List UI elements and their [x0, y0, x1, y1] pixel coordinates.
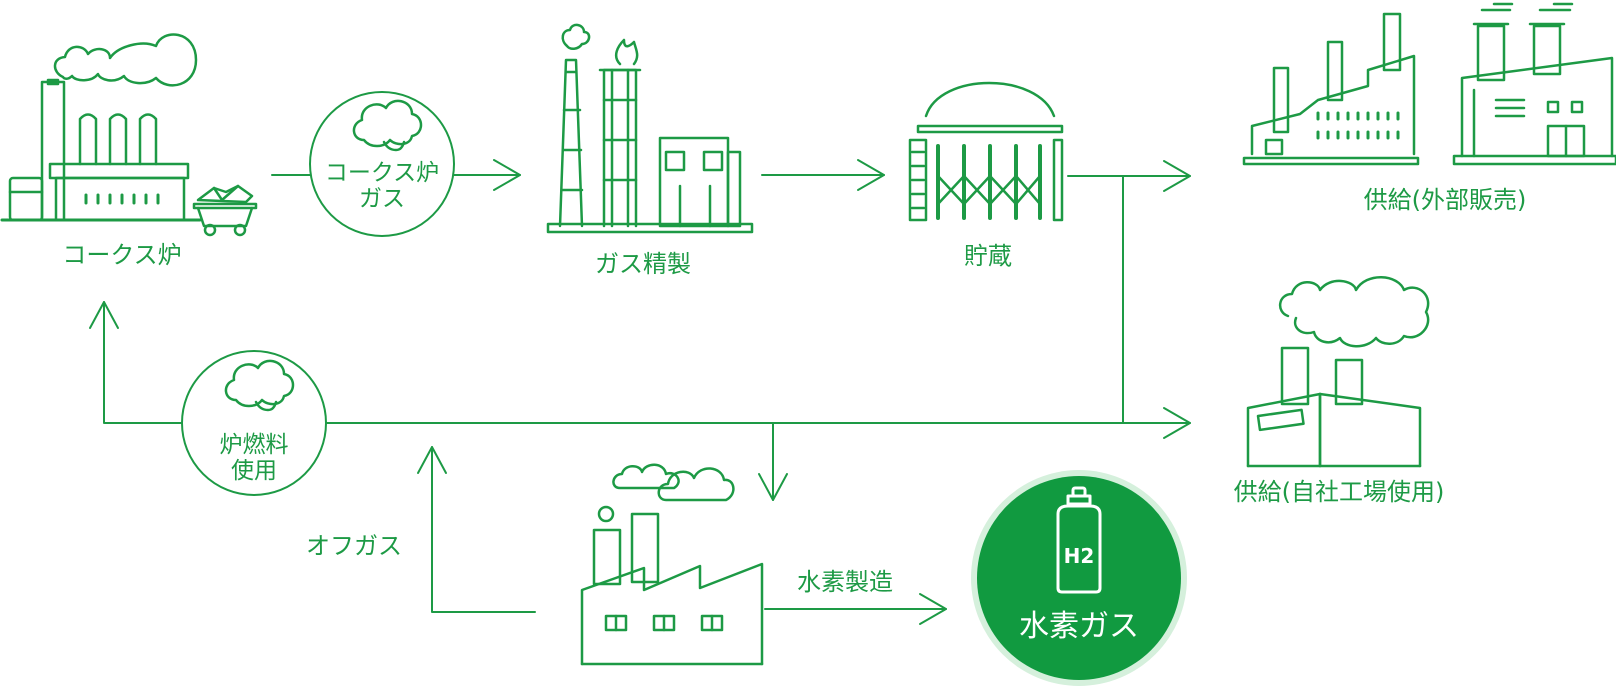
arrowhead-inhouse — [1163, 407, 1191, 439]
arrowhead-offgas — [417, 446, 447, 474]
furnace-fuel-badge-text: 炉燃料 使用 — [189, 432, 319, 484]
plant-icon — [1246, 276, 1430, 468]
flow-lines — [89, 159, 1191, 625]
arrowhead-coke — [89, 301, 119, 329]
coke-oven-gas-line2: ガス — [359, 186, 405, 212]
coke-oven-gas-badge-text: コークス炉 ガス — [317, 160, 447, 212]
supply-inhouse-label: 供給(自社工場使用) — [1233, 478, 1445, 506]
arrowhead-refining — [493, 159, 521, 191]
furnace-fuel-badge — [181, 350, 327, 496]
supply-external-label: 供給(外部販売) — [1363, 186, 1527, 214]
storage-label: 貯蔵 — [964, 242, 1012, 270]
factory-icon — [580, 463, 764, 666]
arrowhead-storage — [857, 159, 885, 191]
off-gas-label: オフガス — [306, 532, 402, 560]
hydrogen-gas-label: 水素ガス — [1019, 609, 1139, 644]
hydrogen-production-label: 水素製造 — [797, 568, 893, 596]
coke-oven-gas-badge — [309, 91, 455, 237]
industrial-buildings-icon — [1242, 2, 1616, 166]
arrowhead-h2-plant — [758, 473, 788, 501]
factory-icon — [0, 33, 202, 222]
arrowhead-h2-gas — [919, 593, 947, 625]
flow-fuel-to-coke — [103, 301, 182, 424]
furnace-fuel-line2: 使用 — [231, 458, 277, 484]
coal-cart-icon — [192, 184, 258, 237]
cylinder-mark: H2 — [1063, 544, 1095, 568]
gas-refining-label: ガス精製 — [595, 250, 691, 278]
refinery-towers-icon — [546, 23, 754, 234]
cloud-icon — [224, 359, 295, 412]
arrowhead-external — [1163, 160, 1191, 192]
furnace-fuel-line1: 炉燃料 — [219, 432, 289, 458]
hydrogen-cylinder-icon — [1056, 486, 1102, 594]
cloud-icon — [352, 99, 423, 152]
flow-offgas — [431, 446, 536, 613]
hydrogen-gas-node — [971, 470, 1187, 686]
coke-oven-gas-line1: コークス炉 — [324, 160, 440, 186]
gas-holder-icon — [908, 81, 1064, 222]
coke-oven-label: コークス炉 — [62, 241, 182, 269]
